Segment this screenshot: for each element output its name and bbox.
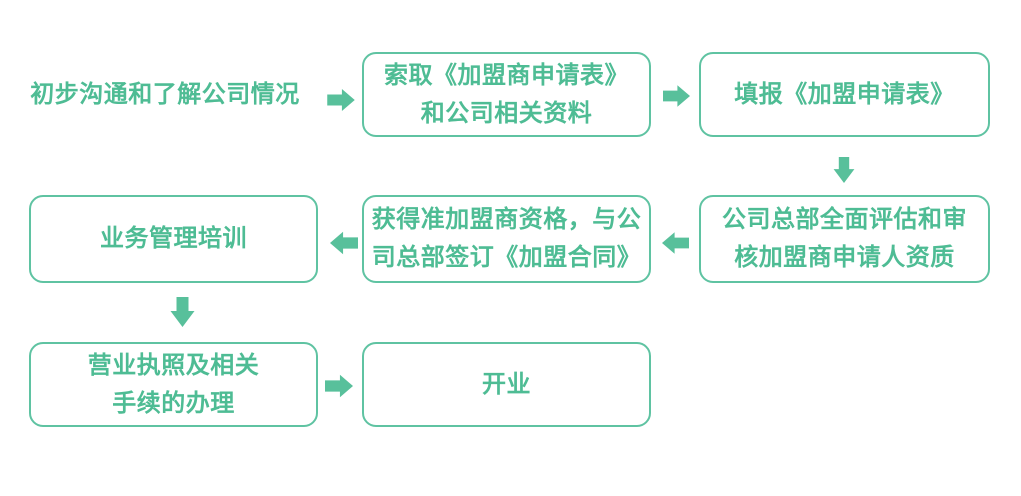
flow-step-business-management-training: 业务管理培训 (29, 195, 318, 283)
arrow-left-icon (330, 231, 358, 255)
arrow-down-icon (833, 157, 855, 183)
flow-step-opening: 开业 (362, 342, 651, 427)
arrow-right-icon (663, 85, 690, 107)
flow-step-request-application-form: 索取《加盟商申请表》 和公司相关资料 (362, 52, 651, 137)
flow-step-fill-application-form: 填报《加盟申请表》 (699, 52, 990, 137)
flow-step-headquarters-evaluation: 公司总部全面评估和审 核加盟商申请人资质 (699, 195, 990, 283)
flow-step-sign-franchise-contract: 获得准加盟商资格，与公 司总部签订《加盟合同》 (362, 195, 651, 283)
flow-step-initial-communication: 初步沟通和了解公司情况 (30, 80, 300, 108)
flow-step-business-license-procedures: 营业执照及相关 手续的办理 (29, 342, 318, 427)
arrow-right-icon (327, 89, 355, 111)
arrow-right-icon (325, 374, 353, 398)
arrow-left-icon (662, 232, 689, 254)
arrow-down-icon (170, 297, 195, 327)
